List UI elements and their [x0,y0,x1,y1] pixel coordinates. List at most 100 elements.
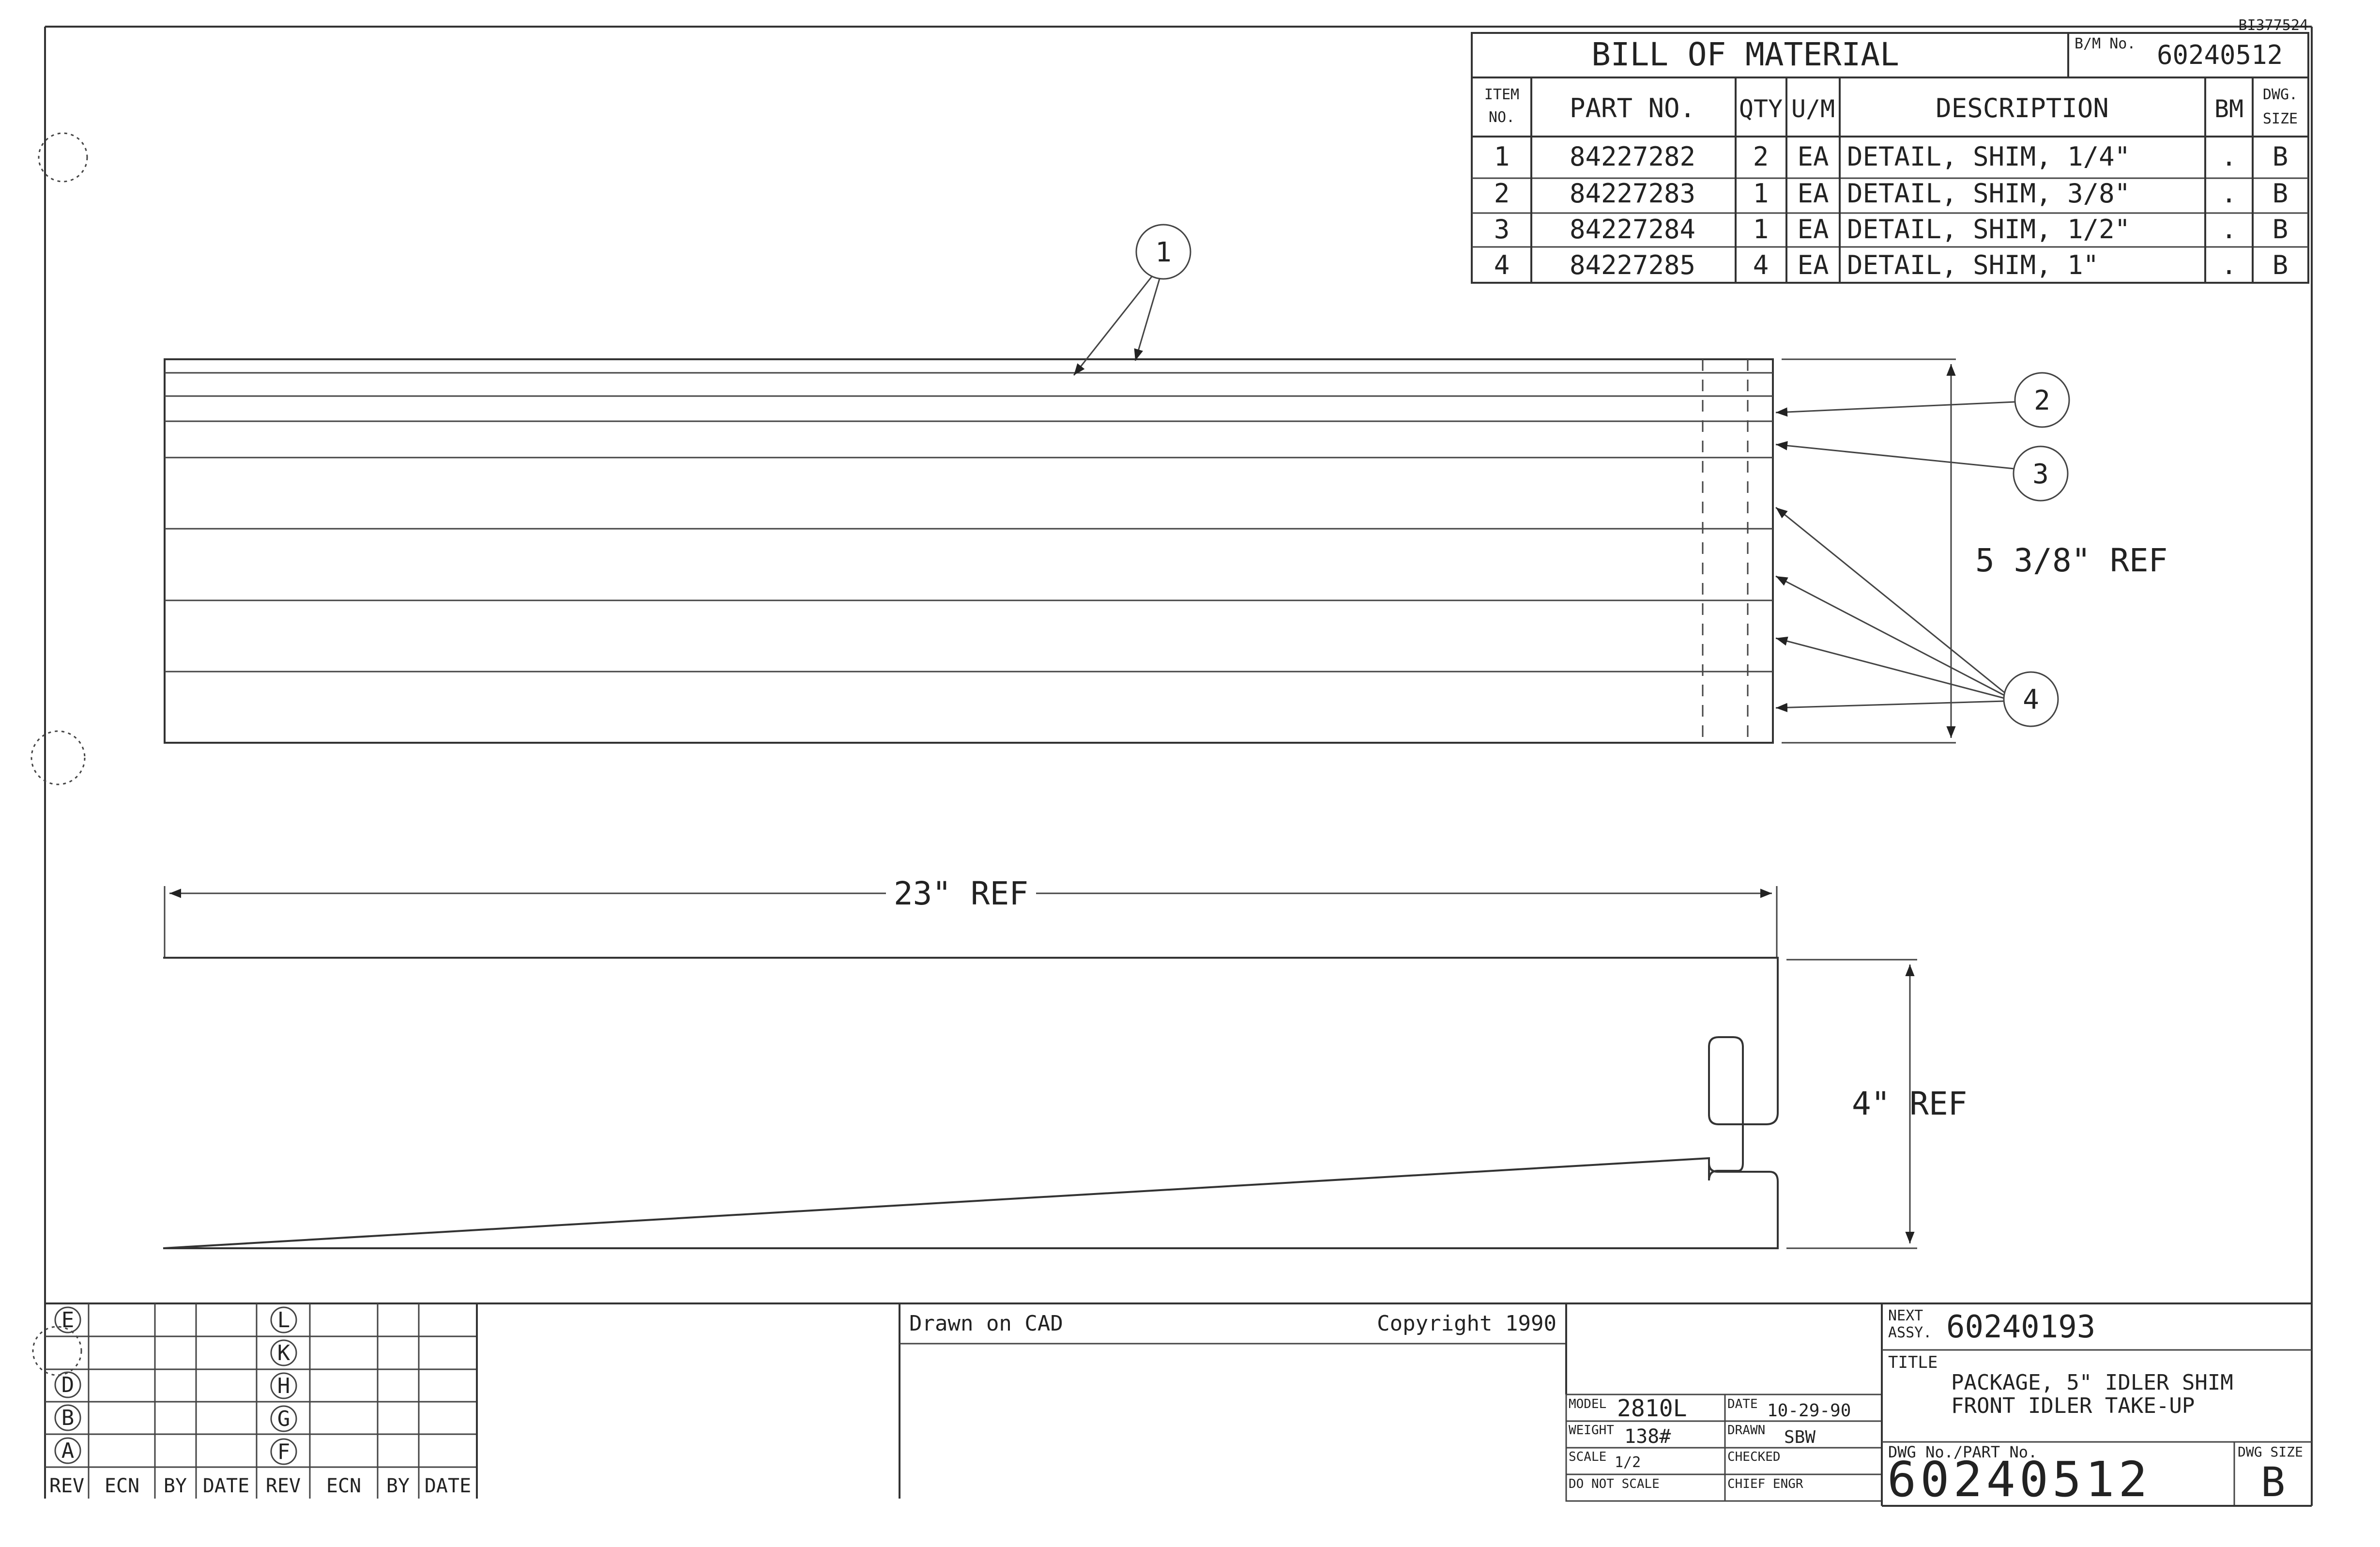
drawing-title-line2: FRONT IDLER TAKE-UP [1951,1394,2195,1418]
rev-letters-left: E D B A [54,1306,81,1464]
width-label: 4" REF [1852,1085,1967,1122]
bom-cell-qty: 2 [1753,141,1769,172]
balloon-4: 4 [1775,506,2059,727]
shim-stack-side-view [164,358,1774,744]
balloon-1-label: 1 [1155,237,1172,268]
bom-header-bm: BM [2214,95,2243,123]
rev-letter: H [277,1374,290,1398]
title-label: TITLE [1888,1353,1938,1372]
width-dimension: 4" REF [1786,959,1967,1249]
drawing-border [44,26,2313,1506]
weight-value: 138# [1624,1425,1671,1448]
bom-row: 2 84227283 1 EA DETAIL, SHIM, 3/8" . B [1494,178,2288,209]
next-assy-label: NEXT [1888,1307,1923,1324]
bom-cell-bm: . [2221,214,2237,245]
rev-footer-ecn: ECN [326,1475,361,1497]
bom-header-dwg: DWG. [2263,86,2298,103]
bom-cell-part-no: 84227282 [1570,141,1695,172]
drawn-on-cad: Drawn on CAD [909,1311,1063,1336]
bom-cell-size: B [2273,214,2288,245]
rev-footer-rev: REV [49,1475,84,1497]
balloon-2-label: 2 [2034,385,2050,416]
rev-footer-by: BY [164,1475,187,1497]
bom-header-item: ITEM [1484,86,1519,103]
rev-letter: K [277,1341,290,1365]
rev-letter: L [277,1308,290,1333]
bom-bh-number: 60240512 [2157,40,2283,70]
bom-cell-part-no: 84227285 [1570,250,1695,280]
bom-header-um: U/M [1791,95,1835,123]
bom-cell-item: 2 [1494,178,1510,209]
bom-header-item-no: NO. [1489,109,1515,126]
bom-cell-um: EA [1797,250,1829,280]
bom-cell-size: B [2273,141,2288,172]
bom-cell-size: B [2273,178,2288,209]
bom-row: 1 84227282 2 EA DETAIL, SHIM, 1/4" . B [1494,141,2288,172]
balloon-4-label: 4 [2023,684,2039,716]
rev-letter: D [61,1373,75,1397]
length-dimension: 23" REF [164,875,1778,958]
balloon-3: 3 [1775,441,2069,502]
bom-row: 3 84227284 1 EA DETAIL, SHIM, 1/2" . B [1494,214,2288,245]
dwg-no-label: DWG No./PART No. [1888,1443,2037,1461]
model-label: MODEL [1569,1397,1606,1411]
model-value: 2810L [1617,1395,1687,1422]
notes-block: Drawn on CAD Copyright 1990 [899,1303,1567,1499]
scale-value: 1/2 [1615,1454,1641,1471]
rev-footer-date: DATE [203,1475,249,1497]
bom-cell-um: EA [1797,141,1829,172]
rev-footer-rev: REV [266,1475,301,1497]
drawn-label: DRAWN [1727,1423,1765,1438]
rev-footer-date: DATE [425,1475,471,1497]
next-assy-label-2: ASSY. [1888,1324,1932,1341]
length-label: 23" REF [894,875,1028,912]
rev-letters-right: L K H G F [270,1306,297,1465]
rev-letter: B [61,1406,75,1430]
bom-cell-qty: 1 [1753,178,1769,209]
checked-label: CHECKED [1727,1450,1781,1464]
rev-footer: REV ECN BY DATE REV ECN BY DATE [49,1475,471,1497]
model-info-block: MODEL 2810L WEIGHT 138# SCALE 1/2 DO NOT… [1565,1394,1883,1502]
bom-bh-label: B/M No. [2075,35,2136,52]
bom-title: BILL OF MATERIAL [1591,36,1899,73]
bom-cell-bm: . [2221,178,2237,209]
balloon-2: 2 [1775,372,2070,428]
rev-letter: A [61,1439,75,1463]
balloon-1: 1 [1073,224,1191,376]
bom-header-qty: QTY [1739,95,1783,123]
scale-label: SCALE [1569,1450,1606,1464]
bom-cell-description: DETAIL, SHIM, 1/2" [1847,214,2130,245]
bom-cell-item: 1 [1494,141,1510,172]
do-not-scale: DO NOT SCALE [1569,1477,1660,1491]
rev-letter: G [277,1407,290,1431]
stack-height-dimension: 5 3/8" REF [1782,358,2167,744]
hole-punch-marks [31,132,88,1376]
title-block: NEXT ASSY. 60240193 TITLE PACKAGE, 5" ID… [1881,1303,2312,1508]
drawing-title-line1: PACKAGE, 5" IDLER SHIM [1951,1370,2233,1395]
rev-letter: F [277,1440,290,1464]
bom-cell-part-no: 84227284 [1570,214,1695,245]
corner-stamp: BI377524 [2239,17,2309,34]
bom-header-size: SIZE [2263,110,2298,127]
bom-cell-bm: . [2221,250,2237,280]
bom-cell-bm: . [2221,141,2237,172]
bom-cell-part-no: 84227283 [1570,178,1695,209]
dwg-size-label: DWG SIZE [2238,1444,2303,1460]
date-label: DATE [1727,1397,1758,1411]
revision-block: E D B A L K H G F REV ECN BY DATE REV EC [45,1303,478,1499]
dwg-no-value: 60240512 [1887,1451,2151,1508]
bom-cell-qty: 4 [1753,250,1769,280]
bom-cell-item: 4 [1494,250,1510,280]
bom-cell-size: B [2273,250,2288,280]
chief-engineer-label: CHIEF ENGR [1727,1477,1803,1491]
rev-footer-ecn: ECN [105,1475,139,1497]
stack-height-label: 5 3/8" REF [1975,542,2167,579]
next-assy-value: 60240193 [1946,1309,2095,1345]
shim-top-view [163,957,1779,1249]
drawn-value: SBW [1784,1427,1816,1447]
bom-cell-um: EA [1797,214,1829,245]
bom-cell-description: DETAIL, SHIM, 3/8" [1847,178,2130,209]
dwg-size-value: B [2261,1458,2286,1506]
bom-cell-um: EA [1797,178,1829,209]
